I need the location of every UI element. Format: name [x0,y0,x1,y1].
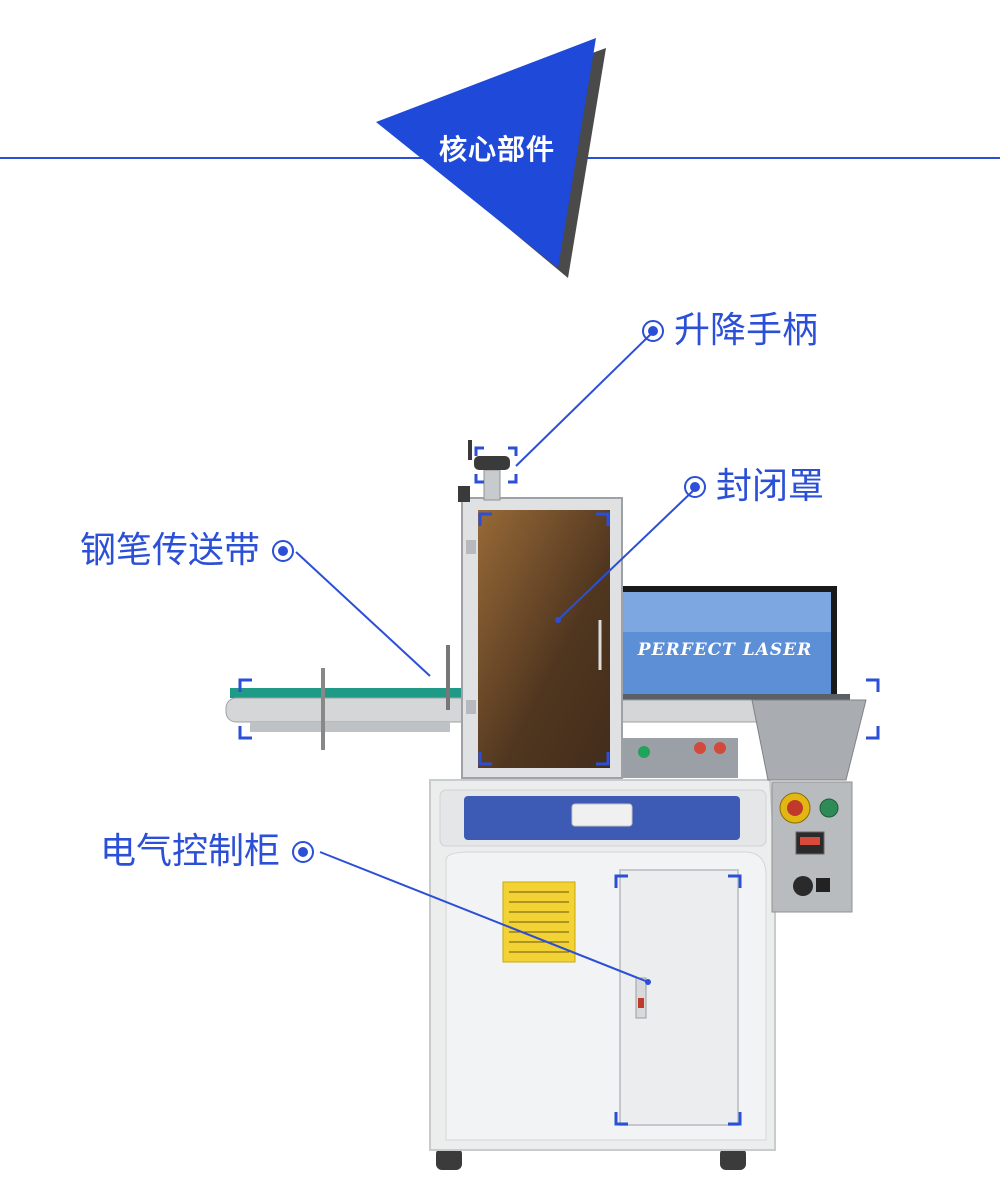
leader-enclosure [557,487,697,621]
callout-label-lift-handle: 升降手柄 [674,310,819,351]
leg-left [436,1148,462,1170]
lift-column [483,469,501,501]
belt-surface-left [230,688,500,698]
cabinet-door-bracket [614,874,742,1126]
power-switch [816,878,830,892]
lift-handle-bracket [474,446,518,484]
callout-enclosure: 封闭罩 [684,466,824,507]
section-title: 核心部件 [438,133,555,166]
callout-conveyor: 钢笔传送带 [80,530,295,571]
belt-surface-right [610,694,850,704]
target-icon [292,841,315,863]
callout-label-cabinet: 电气控制柜 [100,831,281,872]
conveyor-rail-right [599,699,761,723]
callout-cabinet: 电气控制柜 [100,831,315,872]
monitor-brand-text: PERFECT LASER [637,640,813,660]
leader-lines [295,331,697,983]
drawer-handle [571,803,633,827]
conveyor-bracket [238,678,880,740]
door-lock-dot [638,998,644,1008]
callout-label-conveyor: 钢笔传送带 [80,530,261,571]
leader-lift [515,331,654,467]
banner-triangle [376,38,596,268]
knob [793,876,813,896]
lift-handwheel [474,456,510,470]
leader-cabinet [319,851,649,983]
target-icon [642,320,664,342]
enclosure-bracket [478,512,610,766]
target-icon [684,476,706,498]
emergency-stop-button [787,800,803,816]
leader-conveyor [295,551,431,677]
leg-right [720,1148,746,1170]
callout-label-enclosure: 封闭罩 [716,466,825,507]
output-hopper [751,699,867,781]
target-icon [272,540,295,562]
callout-lift-handle: 升降手柄 [642,310,818,351]
start-button [819,798,839,818]
